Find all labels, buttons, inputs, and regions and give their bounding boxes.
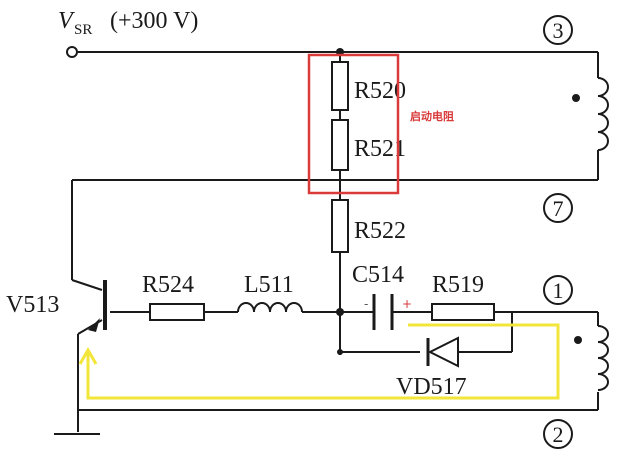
label-vd517: VD517: [396, 374, 467, 400]
terminal-3-label: 3: [553, 18, 564, 43]
wiring: [54, 51, 599, 435]
supply-voltage: (+300 V): [110, 8, 198, 34]
label-c514: C514: [352, 262, 404, 288]
label-r522: R522: [354, 218, 406, 244]
terminal-1-label: 1: [553, 278, 564, 303]
supply-symbol: V: [58, 8, 75, 34]
label-r524: R524: [142, 272, 194, 298]
current-path-highlight: [86, 323, 560, 400]
collector-wire: [71, 279, 103, 291]
primary-winding-icon: [597, 77, 609, 151]
startup-resistor-annotation: 启动电阻: [410, 109, 454, 123]
terminal-2-label: 2: [553, 422, 564, 447]
junction-dot-diode: [337, 349, 343, 355]
winding-dot-icon: [572, 94, 580, 102]
resistor-r522: [331, 199, 349, 253]
terminal-7-circle: [543, 193, 573, 223]
junction-dot-node: [336, 308, 344, 316]
diode-vd517-icon: [427, 336, 459, 368]
resistor-r521: [331, 119, 349, 171]
terminal-3-circle: [543, 15, 573, 45]
transistor-emitter-arrow-icon: [88, 318, 100, 332]
feedback-winding-icon: [597, 325, 609, 391]
resistor-r524: [149, 303, 205, 321]
label-v513: V513: [6, 292, 59, 318]
capacitor-plus-sign: +: [402, 297, 412, 311]
startup-resistor-highlight: [307, 53, 400, 195]
supply-terminal-icon: [66, 46, 78, 58]
label-r519: R519: [432, 272, 484, 298]
terminal-2-circle: [543, 419, 573, 449]
resistor-r520: [331, 61, 349, 111]
current-path-arrow-icon: [78, 346, 98, 365]
feedback-winding-dot-icon: [574, 336, 582, 344]
supply-subscript: SR: [74, 22, 92, 38]
terminal-1-circle: [543, 275, 573, 305]
inductor-l511-icon: [237, 302, 303, 313]
terminal-7-label: 7: [553, 196, 564, 221]
capacitor-minus-sign: -: [364, 297, 368, 311]
resistor-r519: [431, 303, 495, 321]
label-l511: L511: [244, 272, 294, 298]
